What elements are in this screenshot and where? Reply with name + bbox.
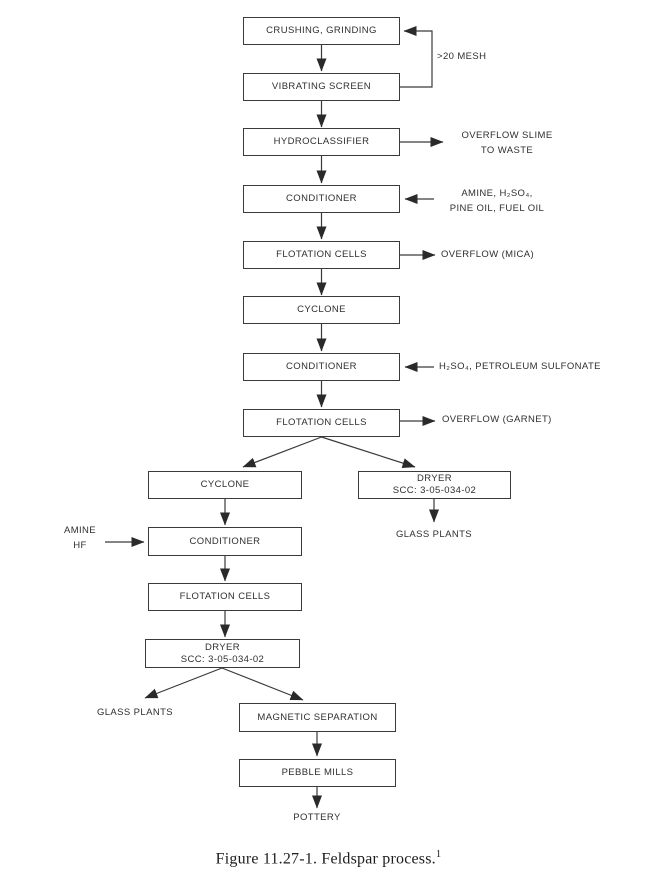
label-conditioner2-reagents: H₂SO₄, PETROLEUM SULFONATE	[439, 361, 601, 372]
node-cyclone-1: CYCLONE	[243, 296, 400, 324]
node-label: CONDITIONER	[286, 361, 357, 372]
node-label: CONDITIONER	[189, 535, 261, 547]
node-label: VIBRATING SCREEN	[271, 81, 372, 92]
node-pebble-mills: PEBBLE MILLS	[239, 759, 396, 787]
node-label: FLOTATION CELLS	[276, 417, 367, 428]
node-crushing-grinding: CRUSHING, GRINDING	[243, 17, 400, 45]
arrow-flotation2-to-cyclone2	[242, 436, 322, 468]
arrow-dryer2-to-magnetic	[221, 667, 304, 701]
figure-caption: Figure 11.27-1. Feldspar process.1	[0, 849, 657, 868]
node-cyclone-2: CYCLONE	[148, 471, 302, 499]
arrow-dryer2-to-glass-plants	[144, 667, 223, 699]
node-label: CRUSHING, GRINDING	[266, 25, 377, 36]
label-pottery: POTTERY	[293, 812, 341, 823]
label-line: AMINE	[63, 525, 97, 536]
node-label: FLOTATION CELLS	[179, 591, 271, 602]
arrow-recycle-20mesh	[400, 26, 433, 88]
node-flotation-cells-3: FLOTATION CELLS	[148, 583, 302, 611]
node-label: CYCLONE	[297, 304, 346, 315]
node-magnetic-separation: MAGNETIC SEPARATION	[239, 703, 396, 732]
node-vibrating-screen: VIBRATING SCREEN	[243, 73, 400, 101]
node-conditioner-2: CONDITIONER	[243, 353, 400, 381]
node-dryer-2: DRYER SCC: 3-05-034-02	[145, 639, 300, 668]
label-overflow-slime: OVERFLOW SLIME TO WASTE	[448, 128, 566, 158]
node-hydroclassifier: HYDROCLASSIFIER	[243, 128, 400, 156]
node-label: CONDITIONER	[286, 193, 357, 204]
label-glass-plants-left: GLASS PLANTS	[96, 707, 174, 718]
caption-text: Figure 11.27-1. Feldspar process.	[215, 850, 436, 868]
label-20-mesh: >20 MESH	[437, 51, 487, 62]
node-label: PEBBLE MILLS	[281, 767, 354, 778]
node-label: CYCLONE	[200, 479, 250, 490]
node-conditioner-1: CONDITIONER	[243, 185, 400, 213]
node-label: MAGNETIC SEPARATION	[257, 711, 378, 723]
label-overflow-garnet: OVERFLOW (GARNET)	[442, 414, 552, 425]
caption-footnote-ref: 1	[435, 849, 442, 860]
label-conditioner1-reagents: AMINE, H₂SO₄, PINE OIL, FUEL OIL	[438, 186, 556, 216]
label-line: AMINE, H₂SO₄,	[461, 188, 533, 199]
node-label: DRYER	[416, 473, 453, 484]
node-label: DRYER	[204, 641, 241, 653]
label-line: TO WASTE	[480, 145, 534, 156]
node-label: HYDROCLASSIFIER	[273, 136, 370, 147]
node-flotation-cells-2: FLOTATION CELLS	[243, 409, 400, 437]
label-glass-plants-right: GLASS PLANTS	[395, 529, 473, 540]
node-conditioner-3: CONDITIONER	[148, 527, 302, 556]
node-scc-code: SCC: 3-05-034-02	[392, 485, 477, 496]
label-line: HF	[73, 540, 87, 551]
label-line: PINE OIL, FUEL OIL	[449, 203, 545, 214]
label-line: OVERFLOW SLIME	[461, 130, 553, 141]
node-label: FLOTATION CELLS	[276, 249, 367, 260]
label-overflow-mica: OVERFLOW (MICA)	[441, 249, 535, 260]
node-scc-code: SCC: 3-05-034-02	[180, 653, 265, 665]
node-flotation-cells-1: FLOTATION CELLS	[243, 241, 400, 269]
node-dryer-1: DRYER SCC: 3-05-034-02	[358, 471, 511, 499]
arrow-flotation2-to-dryer1	[321, 436, 416, 468]
label-amine-hf: AMINE HF	[45, 523, 115, 553]
